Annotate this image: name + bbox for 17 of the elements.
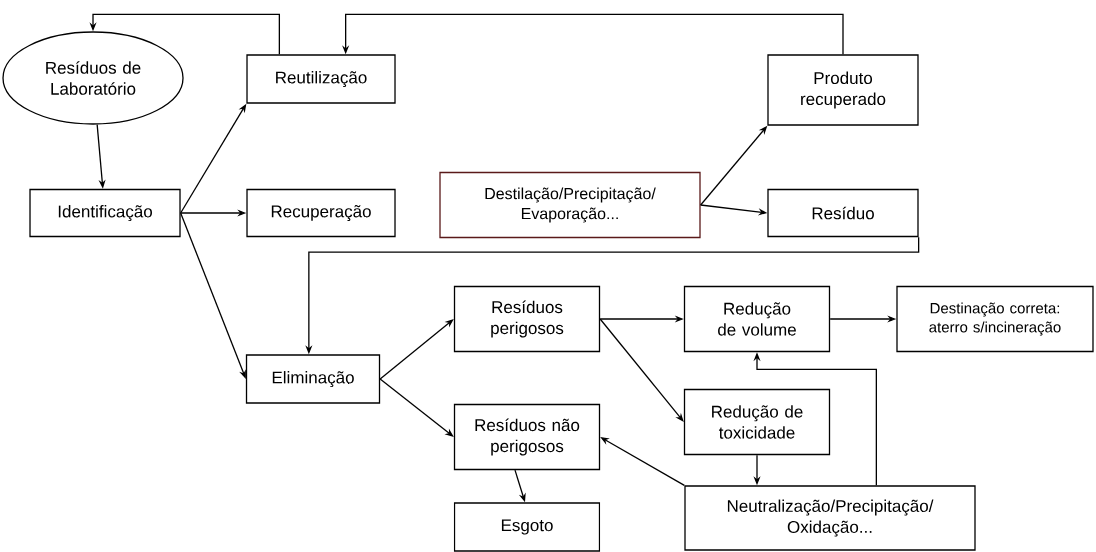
process-box: Reutilização [246,54,396,104]
process-box: Neutralização/Precipitação/ Oxidação... [684,485,976,551]
process-box: Produto recuperado [767,54,919,126]
process-box: Destilação/Precipitação/ Evaporação... [439,171,701,239]
process-box: Esgoto [453,502,601,552]
process-box: Redução de toxicidade [683,388,831,456]
arrow [379,319,454,380]
process-box: Resíduo [767,188,919,238]
process-box: Recuperação [246,188,396,238]
process-box: Identificação [29,188,181,238]
process-box: Redução de volume [683,285,831,353]
process-box: Eliminação [245,354,381,404]
process-box: Resíduos perigosos [453,285,601,353]
process-box: Destinação correta: aterro s/incineração [896,285,1094,353]
arrow [599,318,684,422]
process-box: Resíduos não perigosos [453,403,601,471]
arrow [379,378,454,437]
